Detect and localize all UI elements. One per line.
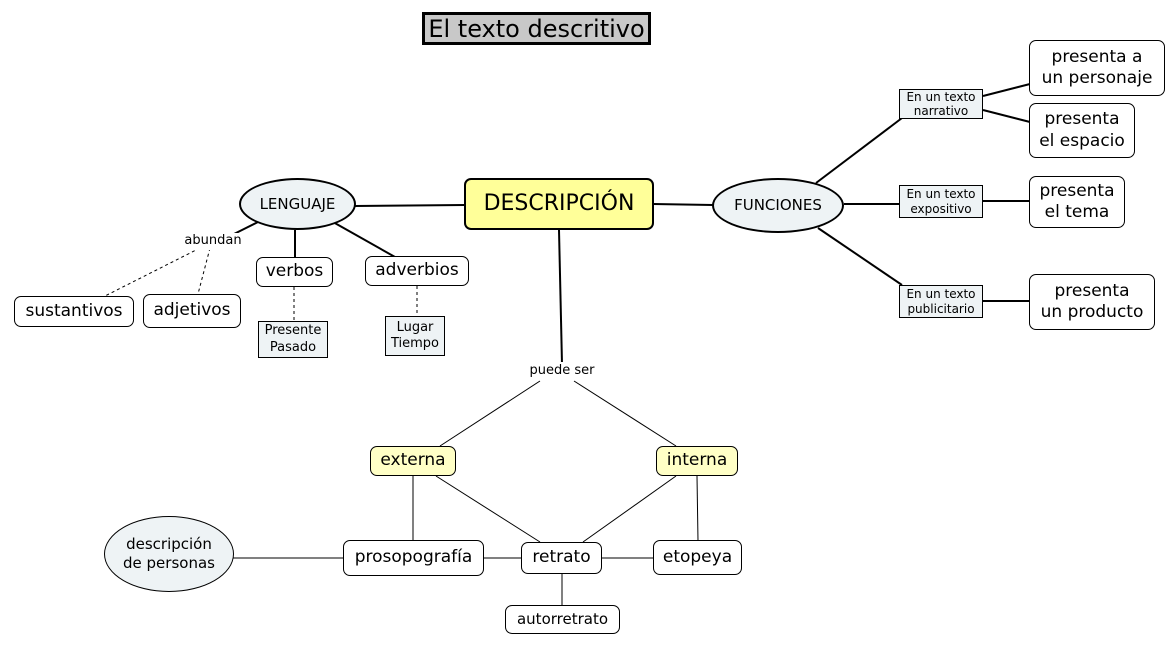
link-funciones-publicitario	[817, 227, 903, 286]
label-puede-ser: puede ser	[520, 362, 604, 380]
node-lenguaje: LENGUAJE	[239, 178, 356, 230]
node-retrato: retrato	[521, 542, 602, 574]
node-texto-publicitario: En un texto publicitario	[899, 285, 983, 318]
node-funciones: FUNCIONES	[712, 178, 844, 233]
node-presenta-espacio: presenta el espacio	[1029, 103, 1135, 158]
center-node-descripcion: DESCRIPCIÓN	[464, 178, 654, 230]
node-presenta-producto: presenta un producto	[1029, 274, 1155, 330]
label-abundan: abundan	[179, 233, 247, 250]
link-puede-ser-externa	[439, 380, 541, 447]
node-verbos: verbos	[256, 257, 333, 287]
link-narrativo-espacio	[982, 109, 1031, 123]
node-adverbios: adverbios	[365, 256, 469, 286]
link-abundan-sustantivos	[104, 247, 201, 297]
node-presenta-personaje: presenta a un personaje	[1029, 40, 1165, 96]
node-adjetivos: adjetivos	[143, 294, 241, 328]
link-interna-retrato	[582, 475, 677, 543]
link-abundan-adjetivos	[197, 247, 211, 295]
node-texto-narrativo: En un texto narrativo	[899, 89, 983, 119]
page-title: El texto descritivo	[422, 12, 651, 45]
link-center-lenguaje	[354, 204, 466, 207]
link-interna-etopeya	[696, 475, 699, 542]
node-prosopografia: prosopografía	[343, 540, 484, 576]
link-funciones-narrativo	[815, 117, 903, 184]
node-etopeya: etopeya	[653, 540, 742, 575]
node-interna: interna	[656, 446, 738, 476]
node-adverbios-detail: Lugar Tiempo	[385, 316, 445, 356]
node-verbos-detail: Presente Pasado	[258, 321, 328, 358]
link-puede-ser-interna	[573, 380, 677, 447]
node-externa: externa	[370, 446, 456, 476]
node-texto-expositivo: En un texto expositivo	[899, 185, 983, 218]
link-lenguaje-adverbios	[332, 221, 396, 258]
link-narrativo-personaje	[982, 83, 1031, 97]
node-descripcion-personas: descripción de personas	[104, 516, 234, 592]
link-externa-retrato	[435, 475, 541, 543]
link-lenguaje-abundan	[231, 221, 259, 236]
node-presenta-tema: presenta el tema	[1029, 176, 1125, 228]
link-center-puede-ser	[558, 229, 563, 365]
node-sustantivos: sustantivos	[14, 296, 134, 327]
node-autorretrato: autorretrato	[505, 605, 620, 634]
link-center-funciones	[652, 203, 714, 206]
